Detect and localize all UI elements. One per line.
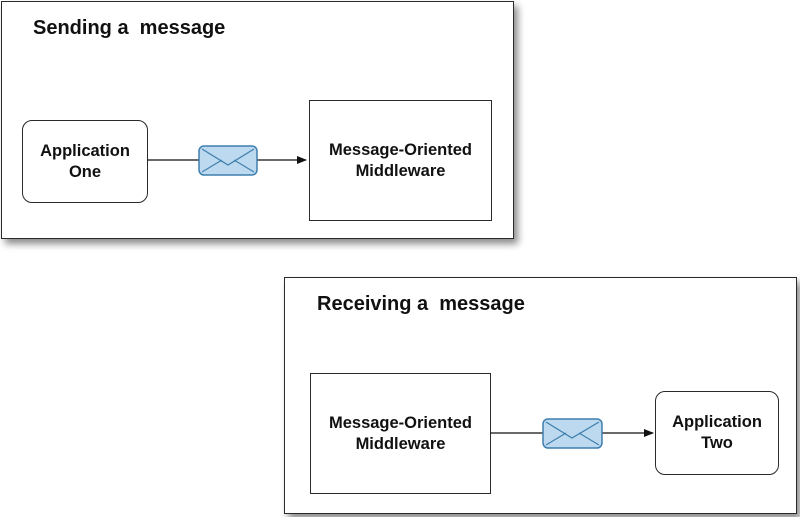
application-two-label: Application Two: [672, 413, 762, 452]
middleware-label-receiving: Message-Oriented Middleware: [328, 413, 473, 453]
application-two-node: Application Two: [655, 391, 779, 475]
middleware-node-sending: Message-Oriented Middleware: [309, 100, 492, 221]
middleware-label-sending: Message-Oriented Middleware: [328, 140, 473, 180]
receiving-panel: Receiving a message Message-Oriented Mid…: [284, 277, 797, 514]
envelope-icon: [542, 418, 603, 449]
envelope-icon: [198, 145, 258, 176]
application-one-node: Application One: [22, 120, 148, 203]
sending-panel-title: Sending a message: [33, 17, 226, 39]
receiving-connector: [490, 418, 654, 449]
sending-panel: Sending a message Application One Messag…: [1, 1, 514, 239]
application-one-label: Application One: [40, 141, 130, 181]
receiving-panel-title: Receiving a message: [317, 293, 525, 315]
sending-connector: [147, 145, 307, 176]
middleware-node-receiving: Message-Oriented Middleware: [310, 373, 491, 494]
